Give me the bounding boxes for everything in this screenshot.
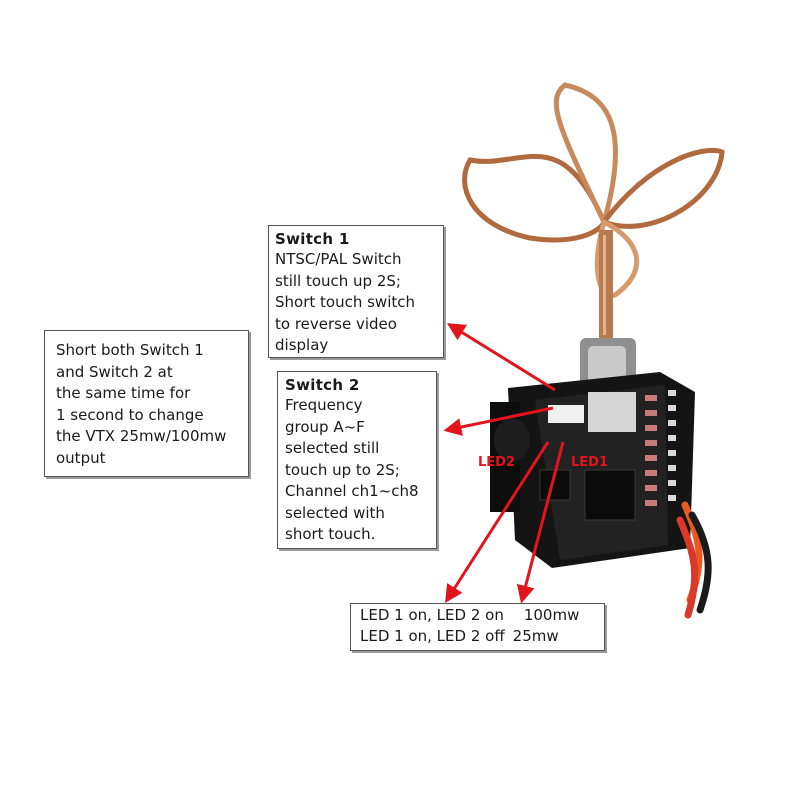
antenna — [462, 82, 725, 298]
both-switches-line: Short both Switch 1 — [56, 341, 204, 359]
led-status-callout: LED 1 on, LED 2 on 100mw LED 1 on, LED 2 … — [350, 603, 605, 651]
switch2-line: selected still — [285, 439, 380, 457]
led1-label: LED1 — [571, 455, 609, 470]
both-switches-line: 1 second to change — [56, 405, 204, 424]
led-status-row: LED 1 on, LED 2 off 25mw — [360, 626, 604, 647]
both-switches-callout: Short both Switch 1 and Switch 2 at the … — [44, 330, 249, 477]
switch1-callout: Switch 1 NTSC/PAL Switch still touch up … — [268, 225, 444, 358]
switch2-line: short touch. — [285, 525, 376, 543]
switch1-line: to reverse video — [275, 314, 397, 333]
both-switches-line: the VTX 25mw/100mw — [56, 427, 227, 445]
switch1-line: Short touch switch — [275, 293, 415, 311]
both-switches-line: output — [56, 448, 106, 467]
arrow-led2 — [445, 441, 550, 604]
switch1-line: still touch up 2S; — [275, 271, 401, 290]
switch2-line: Frequency — [285, 396, 363, 414]
power-wires — [676, 501, 712, 619]
switch2-line: touch up to 2S; — [285, 460, 400, 479]
led-power: 25mw — [512, 627, 559, 645]
switch1-line: display — [275, 336, 329, 354]
led-power: 100mw — [523, 606, 580, 624]
switch1-title: Switch 1 — [275, 230, 350, 248]
both-switches-line: the same time for — [56, 384, 191, 402]
switch2-line: Channel ch1~ch8 — [285, 482, 419, 500]
switch1-line: NTSC/PAL Switch — [275, 250, 402, 268]
led-state: LED 1 on, LED 2 on — [360, 606, 504, 624]
led-status-row: LED 1 on, LED 2 on 100mw — [360, 605, 604, 626]
arrow-led1 — [516, 441, 565, 604]
switch2-callout: Switch 2 Frequency group A~F selected st… — [277, 371, 437, 549]
led2-label: LED2 — [478, 455, 516, 470]
arrow-switch1 — [446, 323, 556, 392]
callout-arrows — [443, 323, 565, 604]
arrow-switch2 — [443, 406, 554, 436]
vtx-board — [490, 372, 695, 568]
switch2-title: Switch 2 — [285, 376, 360, 394]
both-switches-line: and Switch 2 at — [56, 362, 173, 381]
switch2-line: group A~F — [285, 417, 365, 436]
led-state: LED 1 on, LED 2 off — [360, 627, 505, 645]
switch2-line: selected with — [285, 503, 385, 522]
